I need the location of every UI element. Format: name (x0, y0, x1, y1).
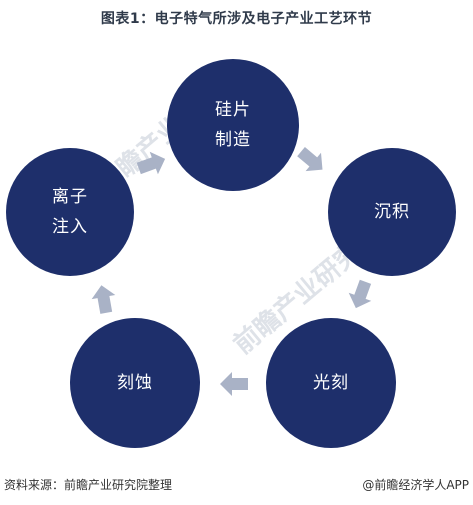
diagram-title: 图表1：电子特气所涉及电子产业工艺环节 (100, 11, 373, 27)
cycle-arrow (91, 285, 116, 314)
cycle-arrow (348, 279, 372, 309)
node-label: 光刻 (313, 373, 349, 393)
node-label: 刻蚀 (117, 373, 153, 393)
node-ion-implantation: 离子 注入 (6, 148, 134, 276)
node-deposition: 沉积 (328, 148, 456, 276)
node-etching: 刻蚀 (70, 318, 200, 448)
cycle-arrow (136, 151, 166, 175)
node-wafer-manufacturing: 硅片 制造 (167, 59, 299, 191)
node-label: 离子 (52, 187, 88, 207)
credit-note: @前瞻经济学人APP (362, 478, 469, 492)
node-label: 硅片 (215, 100, 251, 120)
node-label: 沉积 (374, 202, 410, 222)
node-label: 制造 (215, 130, 251, 150)
source-note: 资料来源：前瞻产业研究院整理 (4, 478, 173, 492)
cycle-arrow (297, 147, 323, 172)
cycle-arrow (220, 372, 248, 396)
node-label: 注入 (52, 217, 88, 237)
node-lithography: 光刻 (266, 318, 396, 448)
